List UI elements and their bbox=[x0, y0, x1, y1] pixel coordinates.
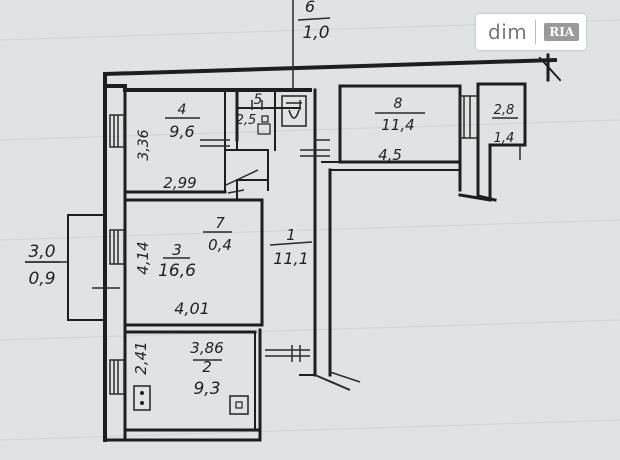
outer-walls bbox=[102, 53, 562, 442]
dim-3-36: 3,36 bbox=[136, 129, 152, 160]
dim-2-41: 2,41 bbox=[132, 341, 150, 374]
corridor-walls bbox=[299, 88, 361, 391]
dim-3-86: 3,86 bbox=[190, 339, 223, 357]
room-1-number: 1 bbox=[286, 226, 296, 244]
room-8-number: 8 bbox=[394, 96, 403, 112]
balcony-length: 3,0 bbox=[28, 242, 55, 262]
interior-walls bbox=[123, 88, 301, 431]
stove-icon bbox=[133, 385, 249, 415]
dimension-bars bbox=[25, 107, 518, 361]
room-2-area: 9,3 bbox=[193, 379, 220, 399]
room-3-number: 3 bbox=[172, 241, 182, 259]
balcony-area: 0,9 bbox=[28, 269, 55, 289]
toilet-icon bbox=[281, 95, 307, 127]
room-2-number: 2 bbox=[202, 358, 212, 376]
dim-1-4: 1,4 bbox=[494, 131, 515, 146]
room-4-area: 9,6 bbox=[169, 122, 194, 141]
room-1-area: 11,1 bbox=[273, 249, 309, 268]
room-6-number: 6 bbox=[305, 0, 315, 16]
dim-2-8: 2,8 bbox=[494, 103, 515, 118]
watermark-badge: dim RIA bbox=[476, 14, 586, 50]
room-4-number: 4 bbox=[178, 102, 187, 118]
room-3-area: 16,6 bbox=[158, 261, 196, 281]
watermark-sub: RIA bbox=[544, 23, 580, 41]
room-7-area: 0,4 bbox=[208, 236, 232, 254]
watermark-separator bbox=[535, 20, 537, 44]
room-5-number: 5 bbox=[254, 92, 263, 108]
room-6-leader bbox=[292, 0, 331, 90]
room-7-number: 7 bbox=[215, 214, 225, 232]
room-8-area: 11,4 bbox=[381, 116, 414, 134]
dim-4-5: 4,5 bbox=[378, 146, 402, 164]
door-marks bbox=[251, 100, 521, 160]
dim-4-01: 4,01 bbox=[174, 299, 210, 318]
room-6-area: 1,0 bbox=[302, 23, 329, 43]
sink-icon bbox=[257, 115, 271, 135]
dim-4-14: 4,14 bbox=[134, 241, 152, 274]
paper-grid bbox=[0, 19, 620, 441]
dim-2-99: 2,99 bbox=[163, 174, 196, 192]
room-5-area: 2,5 bbox=[236, 113, 257, 128]
room-labels: 6 1,0 4 9,6 5 2,5 8 11,4 2,8 1,4 3,36 2,… bbox=[28, 0, 514, 399]
windows bbox=[109, 95, 479, 395]
watermark-brand: dim bbox=[488, 20, 528, 44]
